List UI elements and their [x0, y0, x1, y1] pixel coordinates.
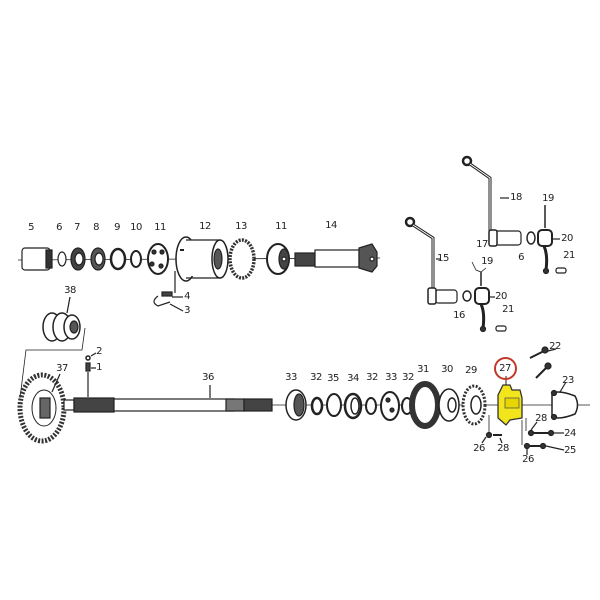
part-38-coupling[interactable]: [19, 296, 86, 399]
callout-35: 35: [327, 373, 339, 384]
part-34-bearing[interactable]: [343, 392, 363, 420]
part-27-bracket-highlighted[interactable]: [497, 376, 523, 426]
part-15-lever[interactable]: [404, 216, 458, 305]
callout-27[interactable]: 27: [499, 363, 511, 374]
part-18-lever[interactable]: [461, 155, 522, 247]
callout-31: 31: [417, 364, 429, 375]
callout-10: 10: [130, 222, 142, 233]
callout-7: 7: [74, 222, 80, 233]
callout-32b: 32: [366, 372, 378, 383]
part-7-gear[interactable]: [70, 247, 86, 271]
part-9-ring[interactable]: [109, 247, 127, 271]
part-14-pinion-shaft[interactable]: [294, 243, 378, 273]
part-32-ring[interactable]: [310, 396, 324, 416]
part-6-washer-b[interactable]: [526, 231, 536, 245]
callout-12: 12: [199, 221, 211, 232]
callout-8: 8: [93, 222, 99, 233]
callout-15: 15: [437, 253, 449, 264]
callout-20: 20: [561, 233, 573, 244]
callout-21b: 21: [502, 304, 514, 315]
part-13-ring[interactable]: [228, 238, 256, 280]
callout-26: 26: [473, 443, 485, 454]
callout-13: 13: [235, 221, 247, 232]
part-30-housing[interactable]: [438, 388, 460, 422]
part-1-2-key[interactable]: [85, 352, 97, 397]
highlight-circle-part-27: [494, 357, 517, 380]
callout-26b: 26: [522, 454, 534, 465]
part-32-ring-b[interactable]: [365, 397, 377, 415]
callout-19: 19: [542, 193, 554, 204]
part-16-washer[interactable]: [462, 290, 472, 302]
part-22-bolts[interactable]: [529, 346, 557, 379]
callout-16: 16: [453, 310, 465, 321]
callout-21: 21: [563, 250, 575, 261]
part-6-washer[interactable]: [57, 251, 67, 267]
part-11-bearing-b[interactable]: [266, 243, 290, 275]
part-33-bearing-b[interactable]: [380, 391, 400, 421]
part-3-4-pin[interactable]: [153, 271, 184, 312]
callout-24: 24: [564, 428, 576, 439]
callout-5: 5: [28, 222, 34, 233]
callout-9: 9: [114, 222, 120, 233]
part-29-bearing[interactable]: [461, 384, 487, 426]
callout-11: 11: [154, 222, 166, 233]
callout-32c: 32: [402, 372, 414, 383]
part-20-arm[interactable]: [537, 205, 567, 275]
part-36-shaft[interactable]: [63, 385, 273, 413]
callout-36: 36: [202, 372, 214, 383]
callout-28b: 28: [497, 443, 509, 454]
callout-32: 32: [310, 372, 322, 383]
callout-1: 1: [96, 362, 102, 373]
callout-29: 29: [465, 365, 477, 376]
callout-20b: 20: [495, 291, 507, 302]
part-31-ring[interactable]: [409, 381, 441, 429]
callout-18: 18: [510, 192, 522, 203]
part-5-sleeve[interactable]: [21, 247, 53, 271]
callout-3: 3: [184, 305, 190, 316]
callout-14: 14: [325, 220, 337, 231]
part-12-housing[interactable]: [175, 236, 229, 282]
callout-19b: 19: [481, 256, 493, 267]
callout-22: 22: [549, 341, 561, 352]
part-33-bearing[interactable]: [285, 389, 307, 421]
callout-33b: 33: [385, 372, 397, 383]
part-10-ring[interactable]: [130, 250, 142, 268]
callout-6b: 6: [518, 252, 524, 263]
part-23-cover[interactable]: [550, 381, 579, 421]
callout-4: 4: [184, 291, 190, 302]
part-24-25-26-28-fasteners[interactable]: [481, 415, 565, 455]
callout-11b: 11: [275, 221, 287, 232]
callout-38: 38: [64, 285, 76, 296]
part-8-ring[interactable]: [90, 247, 106, 271]
callout-17: 17: [476, 239, 488, 250]
callout-34: 34: [347, 373, 359, 384]
callout-6: 6: [56, 222, 62, 233]
callout-23: 23: [562, 375, 574, 386]
part-35-ring[interactable]: [326, 393, 342, 417]
callout-25: 25: [564, 445, 576, 456]
callout-28: 28: [535, 413, 547, 424]
callout-33: 33: [285, 372, 297, 383]
callout-30: 30: [441, 364, 453, 375]
callout-2: 2: [96, 346, 102, 357]
part-11-bearing[interactable]: [147, 243, 169, 275]
callout-37: 37: [56, 363, 68, 374]
part-37-gear[interactable]: [17, 372, 67, 444]
part-20-arm-b[interactable]: [471, 261, 507, 333]
